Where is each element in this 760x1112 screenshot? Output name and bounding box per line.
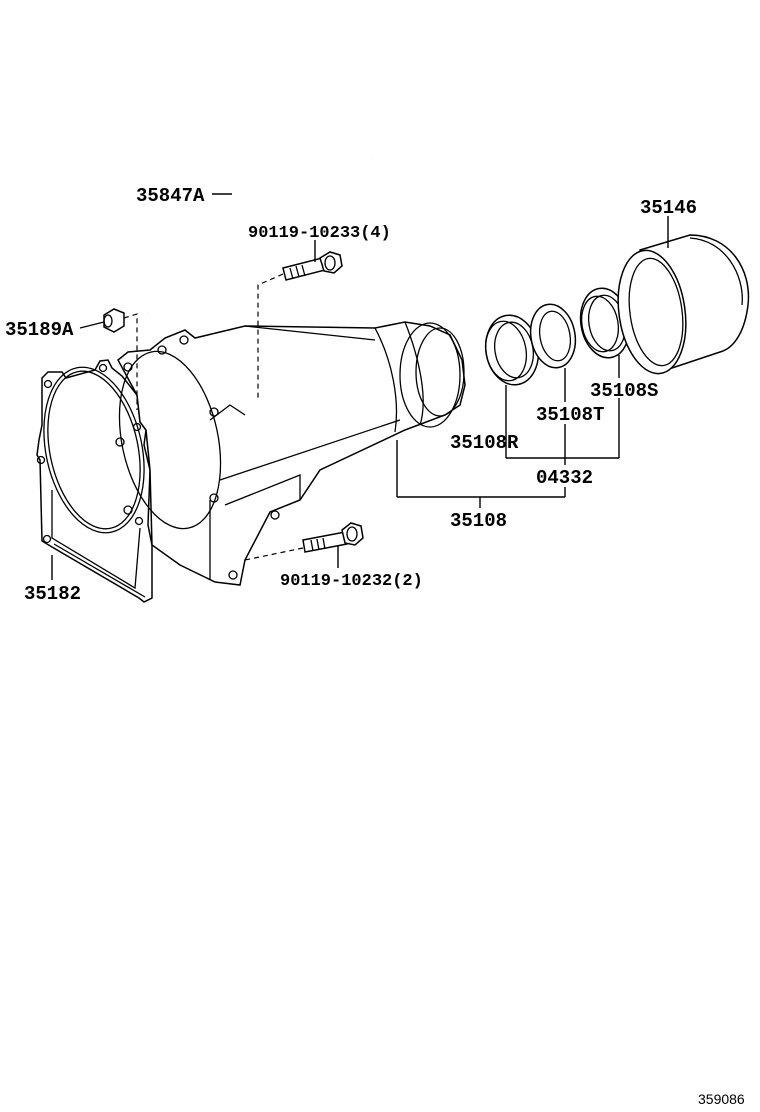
assembly-line-upper-bolt — [257, 273, 284, 400]
gasket-part — [36, 359, 153, 603]
extension-housing — [115, 321, 466, 586]
nut-part — [103, 308, 125, 333]
label-90119-10232: 90119-10232(2) — [280, 572, 423, 591]
assembly-line-lower-bolt — [244, 547, 304, 561]
assembly-line-nut — [123, 313, 138, 410]
label-35108T: 35108T — [536, 404, 604, 426]
label-35189A: 35189A — [5, 319, 74, 341]
label-35108R: 35108R — [450, 432, 519, 454]
label-35182: 35182 — [24, 583, 81, 605]
oil-seal-35108R — [484, 314, 540, 386]
bolt-lower — [302, 522, 364, 553]
label-90119-10233: 90119-10233(4) — [248, 224, 391, 243]
label-35847A: 35847A — [136, 185, 205, 207]
diagram-reference-number: 359086 — [698, 1091, 745, 1107]
label-35108: 35108 — [450, 510, 507, 532]
label-04332: 04332 — [536, 467, 593, 489]
label-35146: 35146 — [640, 197, 697, 219]
dust-cover-35146 — [617, 234, 750, 375]
label-35108S: 35108S — [590, 380, 658, 402]
leader-lines — [51, 193, 669, 580]
bolt-upper — [282, 251, 343, 281]
bushing-35108T — [529, 303, 577, 369]
breather-tube — [147, 158, 373, 314]
